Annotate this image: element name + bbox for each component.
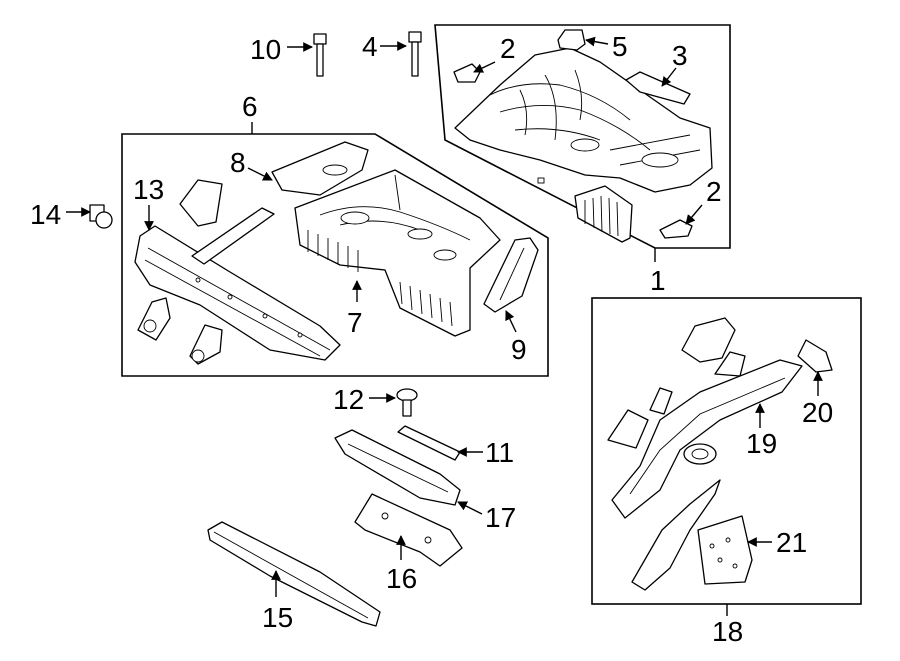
arrow-8 xyxy=(247,167,273,181)
side-rail-small-bracket-b[interactable] xyxy=(649,387,673,415)
reinforcement-diagonal[interactable] xyxy=(191,207,275,265)
rear-floor-pan[interactable] xyxy=(454,47,713,193)
callout-5: 5 xyxy=(612,31,628,62)
bracket-part-3[interactable] xyxy=(625,71,691,105)
clip-part-14[interactable] xyxy=(89,204,113,229)
crossmember-part-15[interactable] xyxy=(207,521,381,627)
crossmember-part-16[interactable] xyxy=(354,493,463,567)
callout-15: 15 xyxy=(262,602,293,633)
bracket-part-5[interactable] xyxy=(557,29,586,51)
bracket-small-upper[interactable] xyxy=(179,179,223,227)
brace-part-11[interactable] xyxy=(397,425,461,461)
callout-3: 3 xyxy=(672,40,688,71)
arrow-17 xyxy=(457,501,483,515)
crossmember-part-17[interactable] xyxy=(334,429,461,506)
assembly-box-1 xyxy=(434,24,731,249)
bracket-part-9[interactable] xyxy=(483,237,539,313)
bracket-part-20[interactable] xyxy=(797,339,833,373)
callout-1: 1 xyxy=(650,265,666,296)
bracket-part-2-upper[interactable] xyxy=(453,63,481,83)
callout-12: 12 xyxy=(333,384,364,415)
bracket-small-lower-b[interactable] xyxy=(189,324,223,365)
callout-6: 6 xyxy=(242,91,258,122)
arrow-2b xyxy=(685,204,703,225)
bracket-part-8[interactable] xyxy=(271,141,369,196)
bracket-part-2-lower[interactable] xyxy=(659,219,693,239)
bracket-small-lower-a[interactable] xyxy=(137,297,171,341)
bolt-part-10[interactable] xyxy=(313,33,327,77)
callout-17: 17 xyxy=(485,502,516,533)
spring-seat[interactable] xyxy=(683,443,717,465)
plate-part-21[interactable] xyxy=(697,515,753,585)
assembly-box-6 xyxy=(121,133,549,377)
callout-10: 10 xyxy=(250,34,281,65)
arrow-5 xyxy=(585,36,609,47)
callout-16: 16 xyxy=(386,563,417,594)
callout-11: 11 xyxy=(485,437,514,468)
arrow-9 xyxy=(505,310,517,333)
callout-20: 20 xyxy=(802,397,833,428)
side-rail-small-bracket-a[interactable] xyxy=(714,351,746,377)
callout-18: 18 xyxy=(712,616,743,647)
bolt-part-4[interactable] xyxy=(408,31,422,77)
side-rail-small-bracket-c[interactable] xyxy=(607,409,649,449)
callout-2a: 2 xyxy=(500,33,516,64)
arrow-3 xyxy=(661,67,677,87)
floor-panel-part-7[interactable] xyxy=(294,169,501,337)
bolt-part-12[interactable] xyxy=(396,388,418,417)
arrow-2a xyxy=(473,61,496,73)
side-rail-part-upper-bracket[interactable] xyxy=(681,317,736,363)
callout-2b: 2 xyxy=(706,176,722,207)
callout-4: 4 xyxy=(362,31,378,62)
floor-pan-crossmember[interactable] xyxy=(574,185,633,243)
callout-14: 14 xyxy=(30,199,61,230)
callout-19: 19 xyxy=(746,428,777,459)
side-rail-part-19[interactable] xyxy=(611,359,803,519)
callout-21: 21 xyxy=(776,527,807,558)
callout-9: 9 xyxy=(511,334,527,365)
callout-13: 13 xyxy=(133,174,164,205)
callout-7: 7 xyxy=(347,307,363,338)
rail-extension[interactable] xyxy=(631,479,721,591)
callout-8: 8 xyxy=(230,147,246,178)
